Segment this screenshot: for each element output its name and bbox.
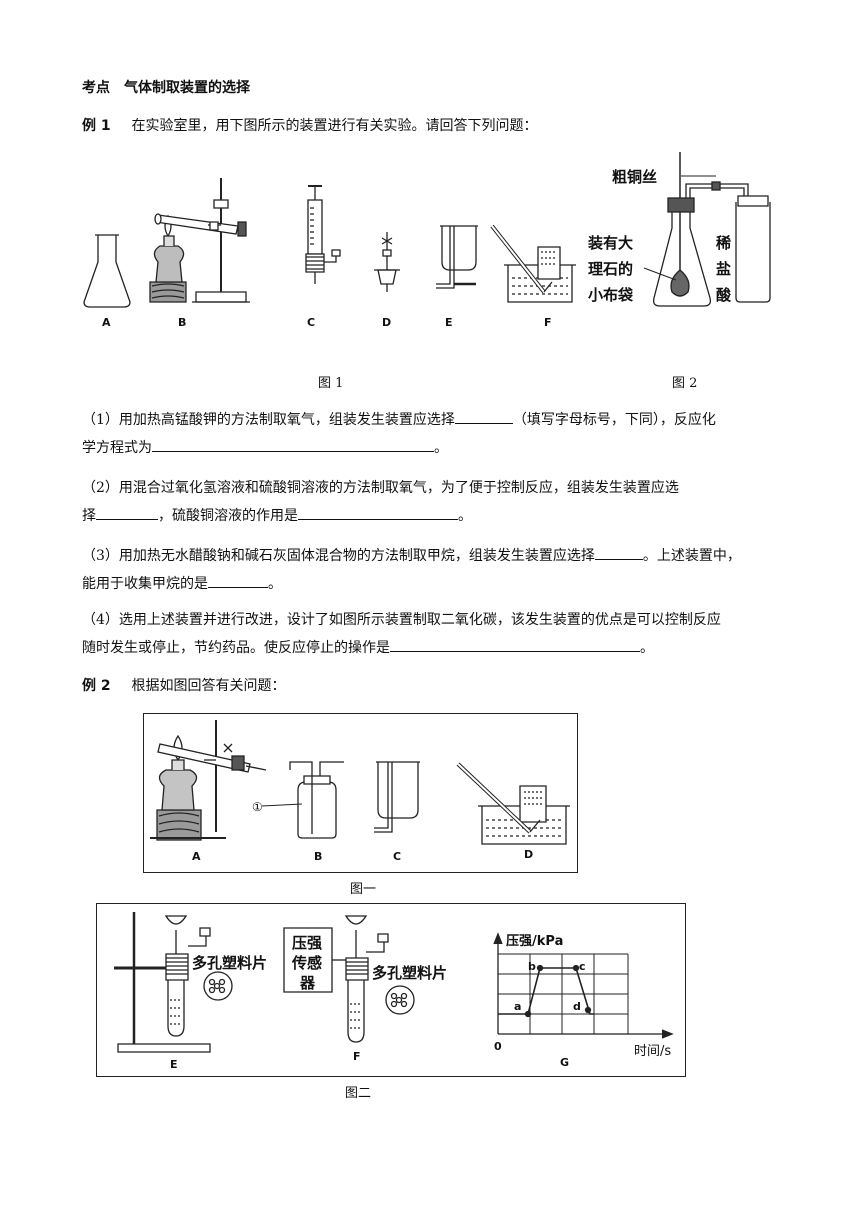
fig-one-c-bottle <box>374 762 420 832</box>
section-title: 考点 气体制取装置的选择 <box>82 80 250 96</box>
fig2-caption: 图 2 <box>672 376 698 391</box>
answer-blank-q4[interactable] <box>390 635 640 652</box>
fig-two-f-apparatus <box>284 916 414 1042</box>
graph-x-label: 时间/s <box>634 1044 672 1059</box>
example1-intro: 在实验室里，用下图所示的装置进行有关实验。请回答下列问题： <box>131 118 538 134</box>
example1-intro-line: 例 1 在实验室里，用下图所示的装置进行有关实验。请回答下列问题： <box>82 116 538 136</box>
fig2-label-acid-1: 稀 <box>716 234 732 252</box>
example2-intro: 根据如图回答有关问题： <box>131 678 286 694</box>
fig-one-label-c: C <box>393 850 402 863</box>
fig1-label-b: B <box>178 316 187 329</box>
fig-one-marker: ① <box>252 800 263 814</box>
fig-two-e-apparatus <box>114 912 232 1052</box>
fig-two-sensor-label-3: 器 <box>300 974 316 992</box>
question-4: （4）选用上述装置并进行改进，设计了如图所示装置制取二氧化碳，该发生装置的优点是… <box>82 612 721 656</box>
example2-intro-line: 例 2 根据如图回答有关问题： <box>82 676 286 696</box>
fig-two-f-plate-label: 多孔塑料片 <box>372 964 448 982</box>
fig-one-a-heating <box>150 720 266 840</box>
apparatus-b-heating <box>150 178 250 302</box>
apparatus-f-trough <box>492 226 576 302</box>
answer-blank-q2-a[interactable] <box>96 503 158 520</box>
fig2-label-acid-3: 酸 <box>716 286 732 304</box>
question-2: （2）用混合过氧化氢溶液和硫酸铜溶液的方法制取氧气，为了便于控制反应，组装发生装… <box>82 480 679 524</box>
graph-point-b: b <box>528 960 536 973</box>
fig-one-d-trough <box>458 764 570 844</box>
fig-two-e-plate-label: 多孔塑料片 <box>192 954 268 972</box>
fig2-label-bag-2: 理石的 <box>588 260 634 278</box>
apparatus-c-syringe <box>306 186 340 284</box>
graph-point-c: c <box>579 960 586 973</box>
fig-two-label-g: G <box>560 1056 570 1069</box>
fig-two-caption: 图二 <box>345 1086 372 1101</box>
graph-y-label: 压强/kPa <box>506 934 564 949</box>
example1-label: 例 1 <box>82 118 111 134</box>
fig-one-b-bottle <box>262 762 344 838</box>
graph-origin: 0 <box>494 1040 502 1053</box>
figure-two-frame <box>96 903 686 1077</box>
fig-two-label-e: E <box>170 1058 178 1071</box>
example2-label: 例 2 <box>82 678 111 694</box>
apparatus-e-bottle <box>436 226 478 288</box>
fig1-label-e: E <box>445 316 453 329</box>
answer-blank-q2-b[interactable] <box>298 503 458 520</box>
fig2-label-bag-1: 装有大 <box>588 234 634 252</box>
figure-one-frame <box>143 713 578 873</box>
fig-one-label-d: D <box>524 848 534 861</box>
apparatus-d-stopper <box>374 232 400 292</box>
fig1-label-f: F <box>544 316 552 329</box>
fig-two-sensor-label-2: 传感 <box>292 954 323 972</box>
answer-blank-q3-b[interactable] <box>208 571 268 588</box>
answer-blank-q3-a[interactable] <box>594 543 643 560</box>
fig1-label-c: C <box>307 316 316 329</box>
apparatus-a-flask <box>84 235 130 307</box>
answer-blank-q1-a[interactable] <box>454 407 513 424</box>
figure2-apparatus <box>644 152 770 306</box>
fig-one-caption: 图一 <box>350 882 377 897</box>
fig1-label-a: A <box>102 316 111 329</box>
fig-two-g-graph <box>494 934 672 1038</box>
question-3: （3）用加热无水醋酸钠和碱石灰固体混合物的方法制取甲烷，组装发生装置应选择。上述… <box>82 542 782 598</box>
fig-one-label-b: B <box>314 850 323 863</box>
fig2-label-bag-3: 小布袋 <box>588 286 634 304</box>
fig-one-label-a: A <box>192 850 201 863</box>
graph-point-d: d <box>573 1000 581 1013</box>
fig2-label-wire: 粗铜丝 <box>612 168 658 186</box>
fig1-label-d: D <box>382 316 392 329</box>
answer-blank-q1-b[interactable] <box>152 435 434 452</box>
question-1: （1）用加热高锰酸钾的方法制取氧气，组装发生装置应选择（填写字母标号，下同），反… <box>82 406 782 462</box>
fig-two-label-f: F <box>353 1050 361 1063</box>
fig-two-sensor-label-1: 压强 <box>292 934 323 952</box>
fig2-label-acid-2: 盐 <box>716 260 732 278</box>
graph-point-a: a <box>514 1000 522 1013</box>
fig1-caption: 图 1 <box>318 376 344 391</box>
figure1-apparatus <box>0 0 860 400</box>
